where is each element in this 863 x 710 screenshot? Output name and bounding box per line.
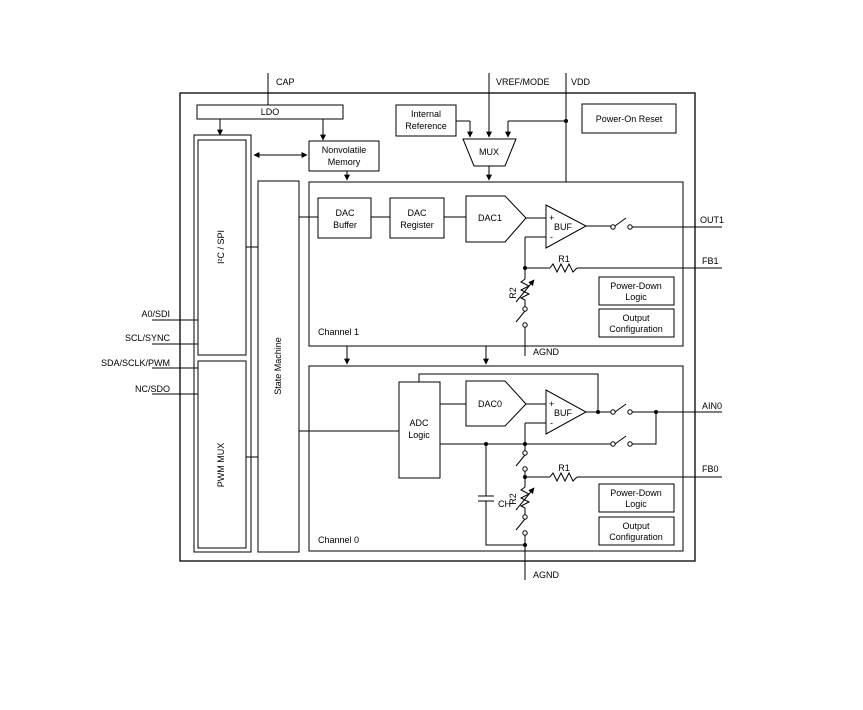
- ch1-r1-label: R1: [558, 254, 570, 264]
- ch1-buffer-amp: BUF + -: [545, 204, 588, 249]
- pin-agnd-top-label: AGND: [533, 347, 560, 357]
- ch0-power-down-logic-block: Power-Down Logic: [598, 483, 675, 513]
- nonvolatile-memory-label-2: Memory: [328, 157, 361, 167]
- ch0-adc-logic-label-2: Logic: [408, 430, 430, 440]
- state-machine-label: State Machine: [273, 337, 283, 395]
- ch1-power-down-label-2: Logic: [625, 292, 647, 302]
- pin-vref-mode-label: VREF/MODE: [496, 77, 550, 87]
- pin-fb1-label: FB1: [702, 256, 719, 266]
- power-on-reset-block: Power-On Reset: [581, 103, 677, 134]
- pwm-mux-block: PWM MUX: [197, 360, 247, 549]
- ch0-adc-logic-block: ADC Logic: [398, 381, 441, 479]
- pin-agnd-bottom-label: AGND: [533, 570, 560, 580]
- ch0-buf-label: BUF: [554, 408, 573, 418]
- channel-1-label: Channel 1: [318, 327, 359, 337]
- nonvolatile-memory-block: Nonvolatile Memory: [308, 140, 380, 172]
- ch1-buf-label: BUF: [554, 222, 573, 232]
- i2c-spi-label: I²C / SPI: [216, 230, 226, 264]
- internal-reference-label-1: Internal: [411, 109, 441, 119]
- ch0-dac-block: DAC0: [465, 380, 527, 427]
- ch0-power-down-label-1: Power-Down: [610, 488, 662, 498]
- pin-fb0-label: FB0: [702, 464, 719, 474]
- ch1-output-configuration-block: Output Configuration: [598, 308, 675, 338]
- ch1-dac-block: DAC1: [465, 195, 527, 243]
- ch1-output-config-label-2: Configuration: [609, 324, 663, 334]
- pin-vdd-label: VDD: [571, 77, 591, 87]
- ch0-output-config-label-1: Output: [622, 521, 650, 531]
- ch1-buf-plus: +: [549, 213, 554, 223]
- nonvolatile-memory-label-1: Nonvolatile: [322, 145, 367, 155]
- pin-cap-label: CAP: [276, 77, 295, 87]
- ch0-dac-label: DAC0: [478, 399, 502, 409]
- ch1-dac-label: DAC1: [478, 213, 502, 223]
- ch0-adc-logic-label-1: ADC: [409, 418, 429, 428]
- ch0-power-down-label-2: Logic: [625, 499, 647, 509]
- ch0-r1-label: R1: [558, 463, 570, 473]
- ch1-dac-register-label-2: Register: [400, 220, 434, 230]
- power-on-reset-label: Power-On Reset: [596, 114, 663, 124]
- ldo-block: LDO: [196, 104, 344, 120]
- ch0-output-configuration-block: Output Configuration: [598, 516, 675, 546]
- mux-label: MUX: [479, 147, 499, 157]
- pin-scl-sync-label: SCL/SYNC: [125, 333, 171, 343]
- pin-ain0-label: AIN0: [702, 401, 722, 411]
- ch1-dac-register-block: DAC Register: [389, 197, 445, 239]
- ch1-dac-buffer-block: DAC Buffer: [317, 197, 372, 239]
- pin-a0-sdi-label: A0/SDI: [141, 309, 170, 319]
- ch1-power-down-logic-block: Power-Down Logic: [598, 276, 675, 306]
- pwm-mux-label: PWM MUX: [216, 443, 226, 488]
- ch0-buf-minus: -: [550, 418, 553, 428]
- ldo-label: LDO: [261, 107, 280, 117]
- ch1-dac-buffer-label-2: Buffer: [333, 220, 357, 230]
- ch1-dac-register-label-1: DAC: [407, 208, 427, 218]
- ch1-power-down-label-1: Power-Down: [610, 281, 662, 291]
- ch1-buf-minus: -: [550, 232, 553, 242]
- ch0-buffer-amp: BUF + -: [545, 389, 588, 435]
- i2c-spi-block: I²C / SPI: [197, 139, 247, 356]
- ch1-dac-buffer-label-1: DAC: [335, 208, 355, 218]
- ch0-buf-plus: +: [549, 399, 554, 409]
- pin-out1-label: OUT1: [700, 215, 724, 225]
- ch0-r2-label: R2: [508, 493, 518, 505]
- ch0-ch-label: CH: [498, 499, 511, 509]
- pin-sda-sclk-pwm-label: SDA/SCLK/PWM: [101, 358, 170, 368]
- internal-reference-label-2: Reference: [405, 121, 447, 131]
- pin-nc-sdo-label: NC/SDO: [135, 384, 170, 394]
- internal-reference-block: Internal Reference: [395, 104, 457, 137]
- state-machine-block: State Machine: [257, 180, 300, 553]
- ch1-output-config-label-1: Output: [622, 313, 650, 323]
- chip-boundary: [179, 92, 696, 562]
- ch1-r2-label: R2: [508, 287, 518, 299]
- mux-block: MUX: [462, 138, 517, 167]
- channel-0-label: Channel 0: [318, 535, 359, 545]
- ch0-output-config-label-2: Configuration: [609, 532, 663, 542]
